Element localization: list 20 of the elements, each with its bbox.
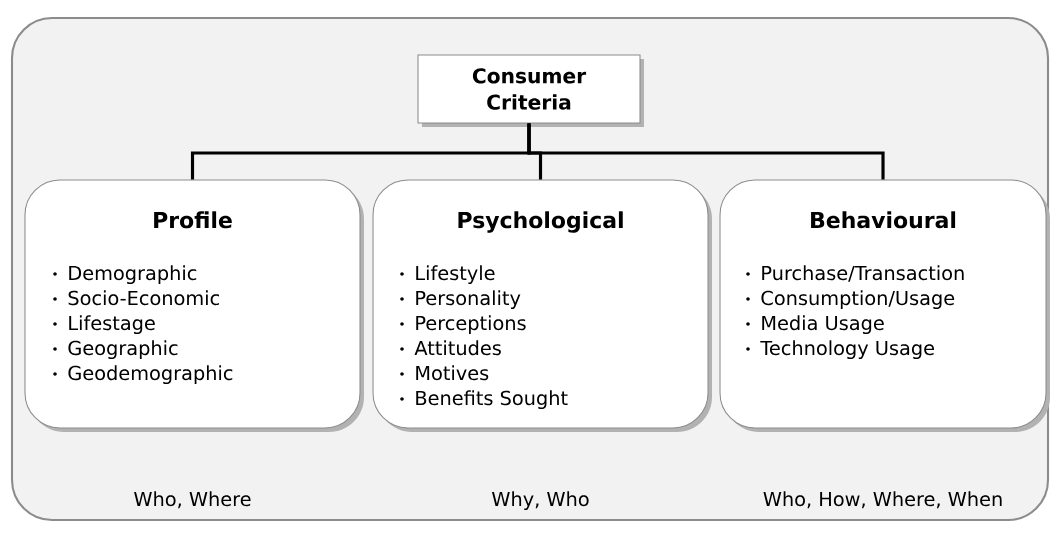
bullet-item: Benefits Sought	[400, 390, 568, 409]
bullet-item: Geographic	[53, 340, 178, 359]
bullet-item: Consumption/Usage	[746, 290, 955, 309]
connector-line	[527, 123, 885, 180]
bullet-item: Geodemographic	[53, 365, 233, 384]
bullet-item: Technology Usage	[746, 340, 934, 359]
bullet-item: Perceptions	[400, 315, 526, 334]
title-box: Consumer Criteria	[417, 54, 644, 127]
caption-text: Who, How, Where, When	[763, 491, 1002, 509]
bullet-item: Personality	[400, 290, 521, 309]
bullet-item: Media Usage	[746, 315, 884, 334]
bullet-item: Motives	[400, 365, 489, 381]
bullet-item: Attitudes	[400, 340, 501, 356]
caption-text: Who, Where	[134, 491, 251, 509]
bullet-item: Demographic	[53, 265, 197, 284]
caption-text: Why, Who	[492, 491, 589, 510]
bullet-item: Purchase/Transaction	[746, 265, 964, 282]
bullet-item: Lifestage	[53, 315, 155, 334]
bullet-item: Socio-Economic	[53, 290, 219, 306]
bullet-item: Lifestyle	[400, 265, 495, 284]
